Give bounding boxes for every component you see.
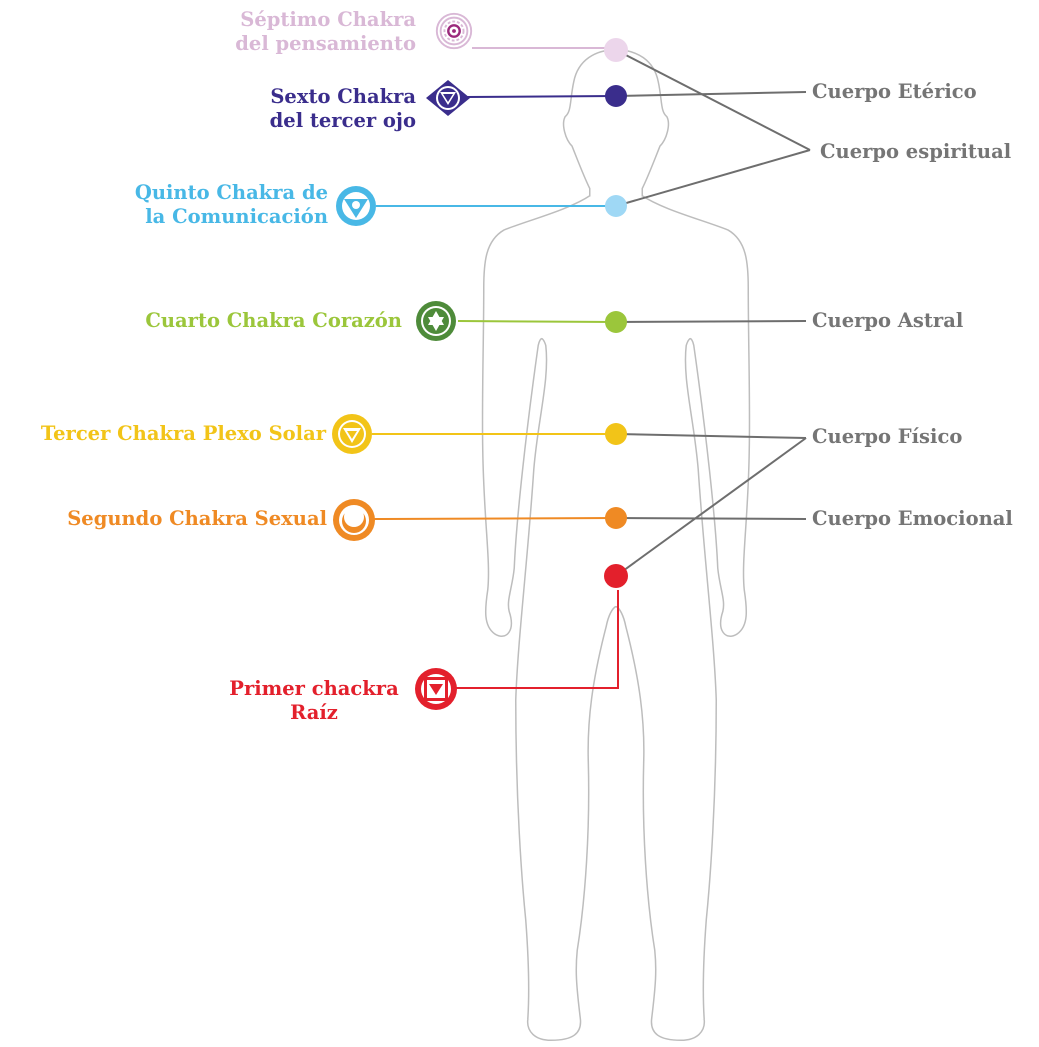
hexagram-icon: [414, 298, 458, 344]
label-solar-plexus-chakra: Tercer Chakra Plexo Solar: [2, 422, 326, 446]
label-root-line-1: Primer chackra: [218, 677, 410, 701]
dot-solar-plexus: [605, 423, 627, 445]
label-cuerpo-eterico: Cuerpo Etérico: [812, 80, 977, 104]
crescent-icon: [332, 497, 376, 543]
label-throat-line-1: Quinto Chakra de: [100, 181, 328, 205]
square-triangle-icon: [414, 666, 458, 712]
dot-root: [604, 564, 628, 588]
dot-third-eye: [605, 85, 627, 107]
label-cuerpo-astral: Cuerpo Astral: [812, 309, 963, 333]
label-third-eye-line-1: Sexto Chakra: [180, 85, 416, 109]
throat-triangle-icon: [334, 184, 378, 228]
label-sacral-line-1: Segundo Chakra Sexual: [20, 507, 327, 531]
label-cuerpo-fisico: Cuerpo Físico: [812, 425, 962, 449]
label-sacral-chakra: Segundo Chakra Sexual: [20, 507, 327, 531]
label-cuerpo-emocional: Cuerpo Emocional: [812, 507, 1013, 531]
label-crown-line-1: Séptimo Chakra: [180, 8, 416, 32]
connector-cuerpo-emocional: [616, 518, 806, 519]
label-throat-line-2: la Comunicación: [100, 205, 328, 229]
connector-third-eye: [466, 96, 616, 97]
connector-heart: [458, 321, 616, 322]
label-crown-line-2: del pensamiento: [180, 32, 416, 56]
label-crown-chakra: Séptimo Chakra del pensamiento: [180, 8, 416, 56]
label-solar-plexus-line-1: Tercer Chakra Plexo Solar: [2, 422, 326, 446]
connector-sacral: [374, 518, 616, 519]
dot-heart: [605, 311, 627, 333]
label-root-line-2: Raíz: [218, 701, 410, 725]
label-heart-chakra: Cuarto Chakra Corazón: [80, 309, 402, 333]
dot-sacral: [605, 507, 627, 529]
eye-triangle-icon: [424, 78, 472, 118]
label-throat-chakra: Quinto Chakra de la Comunicación: [100, 181, 328, 229]
label-cuerpo-espiritual: Cuerpo espiritual: [820, 140, 1011, 164]
label-third-eye-line-2: del tercer ojo: [180, 109, 416, 133]
sun-triangle-icon: [330, 412, 374, 456]
lotus-icon: [433, 10, 475, 52]
label-heart-line-1: Cuarto Chakra Corazón: [80, 309, 402, 333]
dot-throat: [605, 195, 627, 217]
connector-cuerpo-astral: [616, 321, 806, 322]
label-third-eye-chakra: Sexto Chakra del tercer ojo: [180, 85, 416, 133]
label-root-chakra: Primer chackra Raíz: [218, 677, 410, 725]
dot-crown: [604, 38, 628, 62]
